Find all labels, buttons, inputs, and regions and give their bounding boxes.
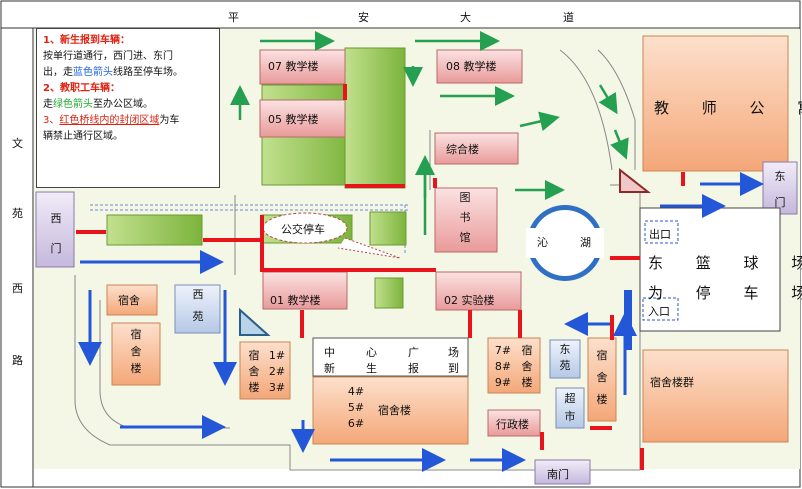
building-dongyuan: 东苑: [559, 343, 571, 372]
building-dorm789: 宿舍楼: [521, 344, 533, 389]
building-teacher-apt: 教 师 公 寓: [654, 99, 802, 117]
south-gate: 南门: [547, 468, 569, 481]
building-xingzheng: 行政楼: [496, 418, 529, 431]
triangle-markers: [239, 167, 651, 336]
report-char-4: 到: [448, 362, 459, 375]
note-newstudent-line1: 按单行道通行，西门进、东门: [43, 51, 173, 62]
left-road-char-1: 文: [12, 137, 23, 150]
court-entrance: 入口: [648, 305, 670, 318]
court-line1: 东 篮 球 场: [648, 254, 802, 272]
building-02: 02 实验楼: [444, 294, 495, 307]
report-char-1: 新: [324, 362, 335, 375]
report-char-2: 生: [366, 362, 377, 375]
plaza-char-3: 广: [408, 346, 419, 359]
building-07: 07 教学楼: [268, 60, 319, 73]
plaza-char-1: 中: [324, 346, 335, 359]
building-supermarket: 超市: [564, 392, 576, 423]
building-dorm-left2: 宿舍楼: [130, 328, 142, 375]
blue-bar: [624, 290, 632, 350]
court-exit: 出口: [649, 228, 671, 241]
pink-buildings: [259, 49, 541, 437]
orange-buildings: [106, 35, 789, 445]
building-xiyuan: 西苑: [192, 288, 204, 323]
left-road-char-4: 路: [12, 354, 23, 367]
notes-legend: 1、新生报到车辆： 按单行道通行，西门进、东门 出，走蓝色箭头线路至停车场。 2…: [36, 28, 220, 188]
building-dorm123-nums: 1#2#3#: [268, 349, 286, 394]
court-exit-box: [644, 220, 679, 244]
central-plaza: [312, 337, 469, 377]
report-char-3: 报: [408, 362, 419, 375]
red-closed-lines: [76, 84, 685, 470]
building-dorm456-nums: 4#5#6#: [347, 385, 365, 430]
road-char-4: 道: [563, 11, 574, 24]
building-dorm-group: 宿舍楼群: [650, 376, 694, 389]
note-staff-line: 走绿色箭头至办公区域。: [43, 99, 153, 110]
blue-arrows: [78, 172, 764, 472]
east-gate: 东门: [774, 170, 786, 209]
court-line2: 为 停 车 场: [648, 284, 802, 302]
green-areas: [106, 47, 407, 309]
building-dorm789-nums: 7#8#9#: [494, 344, 512, 389]
green-arrows: [230, 31, 629, 235]
plaza-char-4: 场: [448, 346, 459, 359]
road-char-2: 安: [358, 11, 369, 24]
note-closed-line: 3、红色桥线内的封闭区域为车: [43, 115, 180, 126]
lake-char-1: 沁: [537, 236, 548, 249]
building-dorm-left: 宿舍: [118, 294, 140, 307]
note-closed-line2: 辆禁止通行区域。: [43, 131, 123, 142]
left-road-char-3: 西: [12, 282, 23, 295]
note-newstudent-line2: 出，走蓝色箭头线路至停车场。: [43, 67, 183, 78]
blue-buildings: [174, 284, 585, 429]
left-road-char-2: 苑: [12, 207, 23, 220]
note-staff-title: 2、教职工车辆：: [43, 83, 120, 94]
lake: [526, 205, 604, 281]
building-dorm123: 宿舍楼: [248, 349, 260, 394]
building-dorm-right: 宿舍楼: [596, 349, 608, 406]
plaza-char-2: 心: [366, 346, 377, 359]
building-08: 08 教学楼: [446, 60, 497, 73]
building-dorm456: 宿舍楼: [378, 404, 411, 417]
court-entrance-box: [642, 297, 679, 321]
note-newstudent-title: 1、新生报到车辆：: [43, 35, 130, 46]
building-library: 图书馆: [459, 191, 471, 244]
road-char-3: 大: [460, 11, 471, 24]
bus-stop-label: 公交停车: [281, 223, 325, 236]
west-gate: 西门: [50, 212, 62, 255]
lake-char-2: 湖: [580, 236, 591, 249]
bus-stop-callout: [262, 212, 401, 259]
road-char-1: 平: [228, 11, 239, 24]
gates: [35, 161, 798, 485]
building-zonghe: 综合楼: [446, 143, 479, 156]
building-01: 01 教学楼: [270, 294, 321, 307]
building-05: 05 教学楼: [268, 113, 319, 126]
